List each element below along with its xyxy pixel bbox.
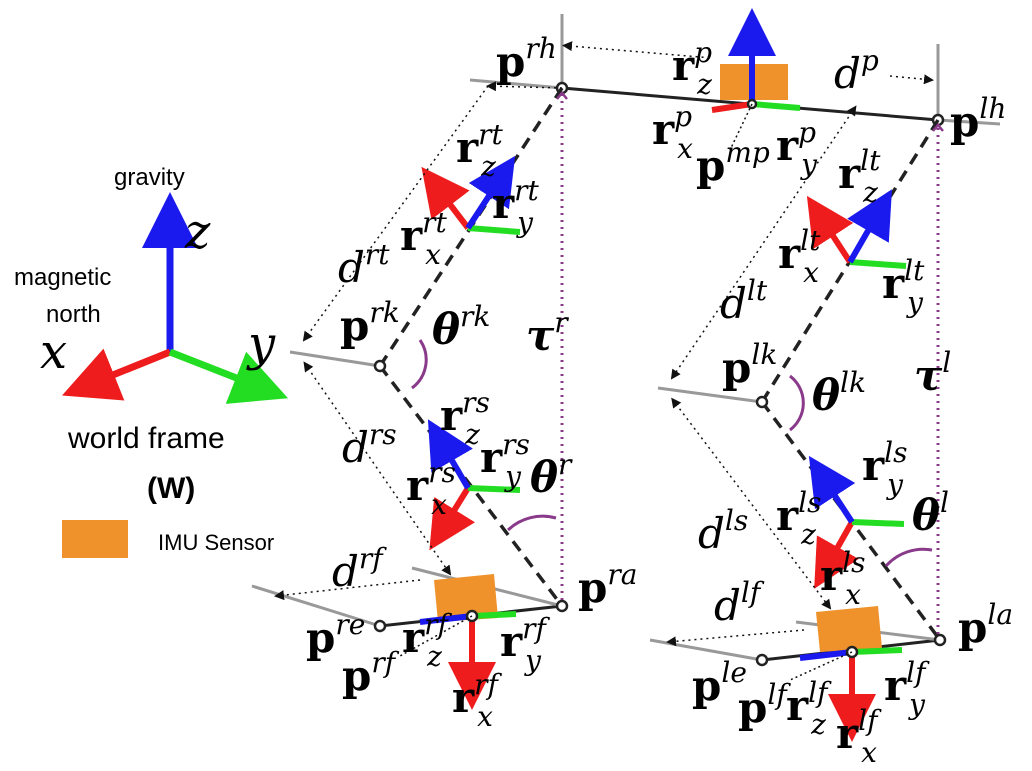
left-foot-imu [816, 606, 882, 652]
label-p-la: pla [958, 598, 1013, 652]
label-tau-l: τl [914, 346, 951, 400]
label-d-ls: dls [698, 504, 748, 558]
label-theta-l: θl [912, 486, 949, 540]
label-d-rf: drf [332, 542, 387, 596]
label-d-rs: drs [342, 418, 397, 472]
world-y-label: y [246, 316, 276, 372]
label-d-p: dp [834, 44, 879, 98]
label-p-lk: plk [722, 338, 777, 392]
label-r-lsy-sub: y [885, 468, 904, 501]
world-x-axis [62, 348, 172, 401]
label-r-rtz: rrt [456, 118, 504, 172]
left-leg [649, 105, 947, 742]
world-frame-symbol: (W) [147, 472, 195, 505]
label-p-ra: pra [578, 558, 637, 612]
label-r-ltz-sub: z [862, 176, 878, 209]
label-r-rsy-sub: y [503, 460, 522, 493]
label-r-rfy-sub: y [523, 644, 542, 677]
label-r-rtz-sub: z [480, 150, 496, 183]
label-r-lfx: rlf [836, 704, 882, 758]
label-r-ltz: rlt [838, 144, 881, 198]
gravity-label: gravity [114, 164, 185, 191]
label-r-ltx: rlt [778, 224, 821, 278]
label-r-pz: rp [672, 36, 712, 90]
label-r-rsz: rrs [440, 386, 490, 440]
label-p-le: ple [692, 656, 747, 710]
label-r-py-sub: y [799, 148, 818, 181]
legend: IMU Sensor [62, 520, 274, 558]
label-p-lh: plh [950, 92, 1006, 146]
label-r-pz-sub: z [696, 68, 712, 101]
label-r-lty: rlt [882, 254, 925, 308]
label-r-rfx: rrf [452, 668, 503, 722]
label-r-lfx-sub: x [861, 736, 877, 769]
label-r-rsx-sub: x [431, 488, 447, 521]
label-r-rty: rrt [492, 174, 540, 228]
imu-legend-swatch [62, 520, 128, 558]
label-r-lfz-sub: z [810, 708, 826, 741]
north-label-2: north [46, 301, 101, 328]
label-r-lfz: rlf [786, 676, 832, 730]
label-p-mp: pmp [696, 136, 770, 190]
label-r-lsz: rls [776, 486, 821, 540]
label-p-rh: prh [496, 32, 557, 86]
imu-legend-label: IMU Sensor [158, 530, 274, 555]
label-theta-rk: θrk [432, 300, 490, 354]
label-r-px-sub: x [677, 132, 693, 165]
label-r-lsy: rls [862, 436, 907, 490]
label-r-lsx: rls [820, 546, 865, 600]
label-theta-lk: θlk [812, 366, 866, 420]
label-p-rk: prk [340, 296, 400, 350]
label-r-rfy: rrf [500, 612, 551, 666]
pelvis [469, 8, 1001, 151]
world-frame: gravity magnetic north z x y world frame… [14, 164, 289, 505]
label-r-lfy-sub: y [907, 688, 926, 721]
label-p-re: pre [306, 608, 365, 662]
label-p-rf: prf [342, 646, 400, 700]
world-frame-title: world frame [67, 422, 225, 455]
label-r-py: rp [776, 116, 816, 170]
label-r-rtx: rrt [400, 206, 448, 260]
label-r-rfz-sub: z [426, 640, 442, 673]
label-r-lty-sub: y [905, 286, 924, 319]
world-z-label: z [184, 204, 211, 260]
label-d-rt: drt [338, 238, 390, 292]
label-theta-r: θr [530, 448, 573, 502]
label-r-lfy: rlf [884, 656, 930, 710]
label-r-lsx-sub: x [845, 578, 861, 611]
label-r-rfz: rrf [402, 608, 453, 662]
label-r-px: rp [652, 100, 692, 154]
label-d-lt: dlt [720, 274, 768, 328]
label-r-rty-sub: y [515, 206, 534, 239]
label-r-rsz-sub: z [464, 418, 480, 451]
world-y-axis [168, 348, 289, 404]
label-r-rtx-sub: x [425, 238, 441, 271]
label-d-lf: dlf [714, 576, 765, 630]
label-r-rfx-sub: x [477, 700, 493, 733]
label-r-rsy: rrs [480, 428, 530, 482]
label-r-rsx: rrs [406, 456, 456, 510]
label-tau-r: τr [526, 306, 569, 360]
label-r-lsz-sub: z [800, 518, 816, 551]
right-foot-imu [434, 574, 498, 622]
right-leg [251, 81, 569, 710]
north-label-1: magnetic [14, 264, 111, 291]
label-r-ltx-sub: x [803, 256, 819, 289]
label-p-lf: plf [738, 678, 791, 732]
world-x-label: x [40, 324, 67, 380]
